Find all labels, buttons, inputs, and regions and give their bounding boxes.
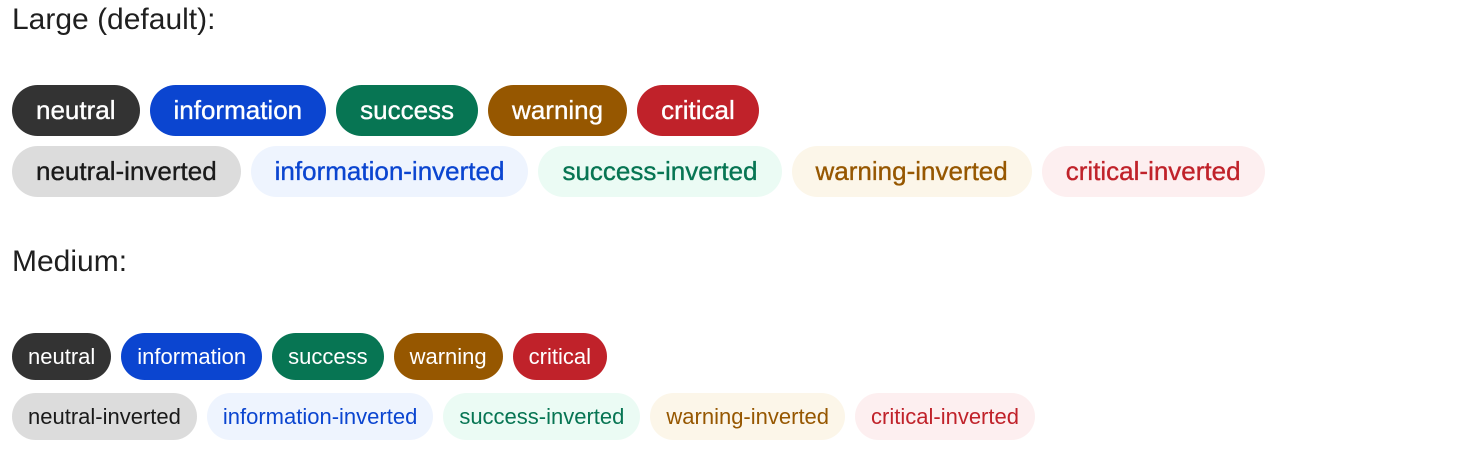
large-warning-badge: warning bbox=[488, 85, 628, 136]
medium-inverted-badge-row: neutral-inverted information-inverted su… bbox=[12, 393, 1035, 440]
large-information-inverted-badge: information-inverted bbox=[250, 146, 529, 197]
large-information-badge: information bbox=[149, 85, 327, 136]
large-critical-inverted-badge: critical-inverted bbox=[1041, 146, 1265, 197]
medium-solid-badge-row: neutral information success warning crit… bbox=[12, 333, 607, 380]
medium-warning-inverted-badge: warning-inverted bbox=[650, 393, 846, 440]
medium-critical-badge: critical bbox=[512, 333, 607, 380]
medium-neutral-inverted-badge: neutral-inverted bbox=[12, 393, 197, 440]
large-solid-badge-row: neutral information success warning crit… bbox=[12, 85, 759, 136]
medium-neutral-badge: neutral bbox=[12, 333, 112, 380]
large-success-badge: success bbox=[336, 85, 479, 136]
medium-information-inverted-badge: information-inverted bbox=[206, 393, 434, 440]
large-inverted-badge-row: neutral-inverted information-inverted su… bbox=[12, 146, 1265, 197]
large-critical-badge: critical bbox=[637, 85, 759, 136]
large-warning-inverted-badge: warning-inverted bbox=[791, 146, 1032, 197]
medium-success-inverted-badge: success-inverted bbox=[443, 393, 641, 440]
medium-success-badge: success bbox=[272, 333, 384, 380]
large-success-inverted-badge: success-inverted bbox=[538, 146, 782, 197]
large-neutral-inverted-badge: neutral-inverted bbox=[12, 146, 241, 197]
medium-section-title: Medium: bbox=[12, 245, 128, 278]
large-neutral-badge: neutral bbox=[12, 85, 140, 136]
medium-critical-inverted-badge: critical-inverted bbox=[855, 393, 1035, 440]
large-section-title: Large (default): bbox=[12, 3, 216, 36]
medium-information-badge: information bbox=[121, 333, 263, 380]
medium-warning-badge: warning bbox=[393, 333, 503, 380]
